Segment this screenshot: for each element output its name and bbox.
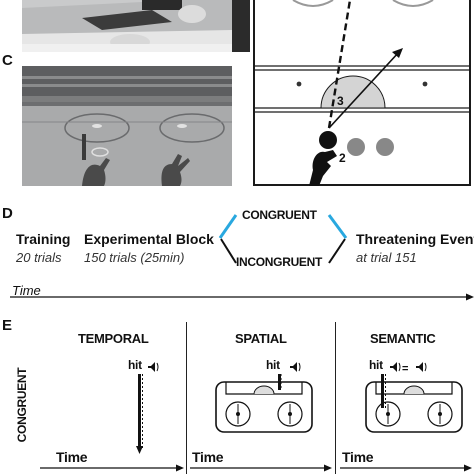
time-arrow-d [10, 293, 474, 301]
col-title-temporal: TEMPORAL [78, 331, 149, 346]
time-axes-e [40, 464, 472, 472]
semantic-graphic: = [365, 362, 463, 433]
col-title-spatial: SPATIAL [235, 331, 287, 346]
rink-diagram: 3 2 [253, 0, 471, 186]
temporal-graphic [136, 362, 159, 454]
time-label-temporal: Time [56, 449, 88, 465]
block-trials: 150 trials (25min) [84, 250, 185, 265]
photo-lab-setup [22, 0, 232, 52]
hit-label-spatial: hit [266, 358, 280, 372]
spatial-graphic [215, 362, 313, 433]
hit-label-temporal: hit [128, 358, 142, 372]
hand-label: 2 [339, 151, 346, 165]
photo-vr-rink [22, 66, 232, 186]
panel-letter-d: D [2, 205, 13, 222]
branch-lines [218, 214, 348, 264]
separator-2 [335, 322, 336, 474]
photo-dark-strip [232, 0, 250, 52]
incongruent-label: INCONGRUENT [236, 255, 323, 269]
angle-label: 3 [337, 94, 344, 108]
hit-label-semantic: hit [369, 358, 383, 372]
row-label-congruent: CONGRUENT [15, 367, 29, 443]
svg-text:=: = [402, 363, 408, 375]
separator-1 [186, 322, 187, 474]
threat-trials: at trial 151 [356, 250, 417, 265]
time-label-semantic: Time [342, 449, 374, 465]
training-title: Training [16, 231, 71, 247]
time-label-spatial: Time [192, 449, 224, 465]
congruent-label: CONGRUENT [242, 208, 317, 222]
panel-letter-e: E [2, 317, 13, 334]
col-title-semantic: SEMANTIC [370, 331, 436, 346]
block-title: Experimental Block [84, 231, 214, 247]
time-label-d: Time [12, 283, 41, 298]
threat-title: Threatening Event [356, 231, 474, 247]
panel-letter-c: C [2, 52, 13, 69]
training-trials: 20 trials [16, 250, 62, 265]
